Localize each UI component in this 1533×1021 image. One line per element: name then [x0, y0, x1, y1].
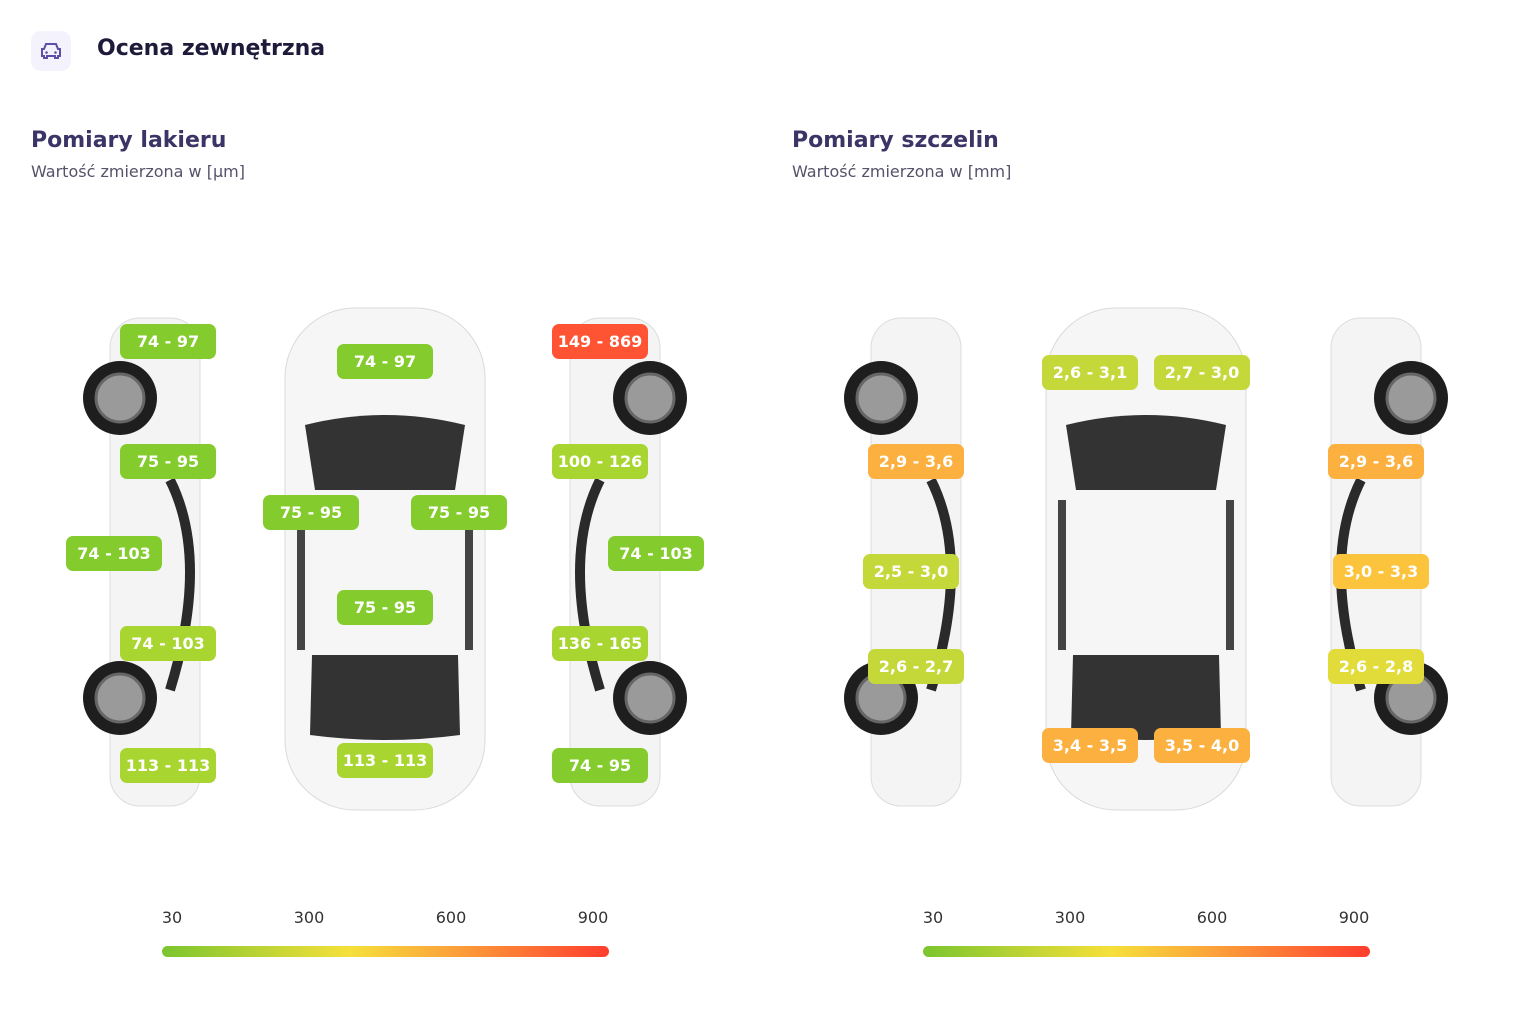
- gap-top-badge: 2,6 - 3,1: [1042, 355, 1138, 390]
- gap-right-badge: 2,6 - 2,8: [1328, 649, 1424, 684]
- wheel-icon: [83, 361, 157, 435]
- gap-top-badge: 3,4 - 3,5: [1042, 728, 1138, 763]
- paint-top-badge: 75 - 95: [337, 590, 433, 625]
- gap-scale-tick: 900: [1338, 908, 1370, 927]
- car-windshield: [305, 415, 465, 490]
- gaps-section-subtitle: Wartość zmierzona w [mm]: [792, 162, 1012, 181]
- paint-left-badge: 74 - 97: [120, 324, 216, 359]
- paint-right-badge: 74 - 103: [608, 536, 704, 571]
- car-side-glass: [1226, 500, 1234, 650]
- paint-scale-bar: [162, 946, 609, 957]
- paint-left-badge: 74 - 103: [120, 626, 216, 661]
- wheel-icon: [613, 661, 687, 735]
- gap-top-badge: 3,5 - 4,0: [1154, 728, 1250, 763]
- gap-scale-bar: [923, 946, 1370, 957]
- paint-scale-tick: 600: [435, 908, 467, 927]
- wheel-rim: [1385, 372, 1437, 424]
- wheel-rim: [855, 372, 907, 424]
- car-top-body: [284, 307, 486, 811]
- wheel-icon: [83, 661, 157, 735]
- paint-right-badge: 100 - 126: [552, 444, 648, 479]
- paint-left-badge: 113 - 113: [120, 748, 216, 783]
- gap-left-badge: 2,6 - 2,7: [868, 649, 964, 684]
- gap-right-badge: 2,9 - 3,6: [1328, 444, 1424, 479]
- gap-right-badge: 3,0 - 3,3: [1333, 554, 1429, 589]
- car-side-glass: [1058, 500, 1066, 650]
- paint-right-badge: 136 - 165: [552, 626, 648, 661]
- gap-top-badge: 2,7 - 3,0: [1154, 355, 1250, 390]
- gap-scale-tick: 600: [1196, 908, 1228, 927]
- paint-scale-tick: 30: [161, 908, 183, 927]
- wheel-rim: [624, 672, 676, 724]
- wheel-rim: [94, 672, 146, 724]
- gap-left-badge: 2,5 - 3,0: [863, 554, 959, 589]
- wheel-icon: [1374, 361, 1448, 435]
- wheel-rim: [94, 372, 146, 424]
- paint-left-badge: 74 - 103: [66, 536, 162, 571]
- paint-right-badge: 74 - 95: [552, 748, 648, 783]
- car-rear-window: [310, 655, 460, 740]
- page-title: Ocena zewnętrzna: [97, 36, 326, 61]
- paint-scale-tick: 300: [293, 908, 325, 927]
- gaps-section-title: Pomiary szczelin: [792, 128, 999, 153]
- paint-section-subtitle: Wartość zmierzona w [µm]: [31, 162, 245, 181]
- paint-scale-tick: 900: [577, 908, 609, 927]
- wheel-icon: [613, 361, 687, 435]
- car-icon: [31, 31, 71, 71]
- car-windshield: [1066, 415, 1226, 490]
- paint-top-badge: 74 - 97: [337, 344, 433, 379]
- paint-top-badge: 113 - 113: [337, 743, 433, 778]
- wheel-icon: [844, 361, 918, 435]
- wheel-rim: [624, 372, 676, 424]
- paint-right-badge: 149 - 869: [552, 324, 648, 359]
- paint-top-badge: 75 - 95: [411, 495, 507, 530]
- paint-top-badge: 75 - 95: [263, 495, 359, 530]
- gap-left-badge: 2,9 - 3,6: [868, 444, 964, 479]
- gap-scale-tick: 30: [922, 908, 944, 927]
- gap-scale-tick: 300: [1054, 908, 1086, 927]
- paint-left-badge: 75 - 95: [120, 444, 216, 479]
- paint-section-title: Pomiary lakieru: [31, 128, 227, 153]
